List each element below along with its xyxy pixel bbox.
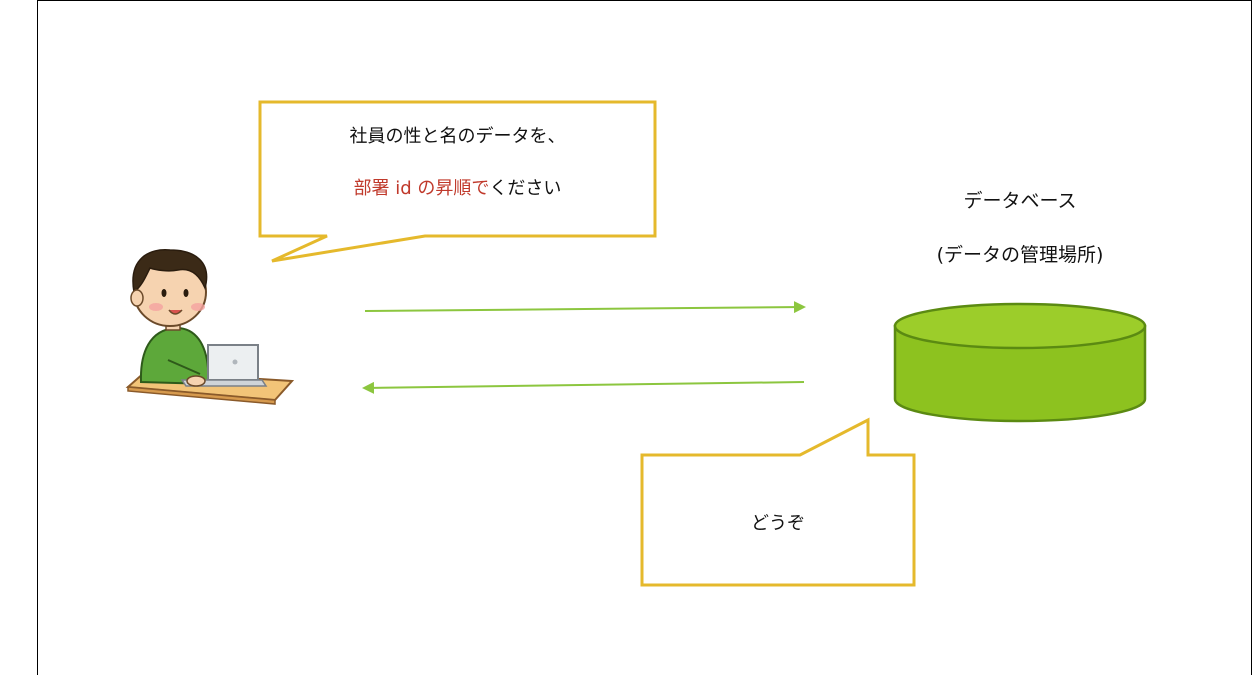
reply-bubble (640, 417, 916, 587)
diagram-frame (37, 0, 1252, 675)
response-arrow (362, 381, 805, 394)
request-text-line1: 社員の性と名のデータを、 (349, 126, 566, 147)
request-rest-text: ください (489, 178, 562, 199)
request-bubble (258, 100, 657, 263)
request-text-line2: 部署 id の昇順でください (260, 174, 655, 200)
database-title: データベース (963, 190, 1077, 212)
database-cylinder-icon (893, 302, 1147, 423)
request-arrow (364, 301, 806, 314)
person-at-laptop-icon (125, 249, 295, 405)
database-subtitle: (データの管理場所) (936, 244, 1104, 266)
reply-text: どうぞ (751, 513, 805, 534)
request-highlight-text: 部署 id の昇順で (353, 178, 490, 199)
